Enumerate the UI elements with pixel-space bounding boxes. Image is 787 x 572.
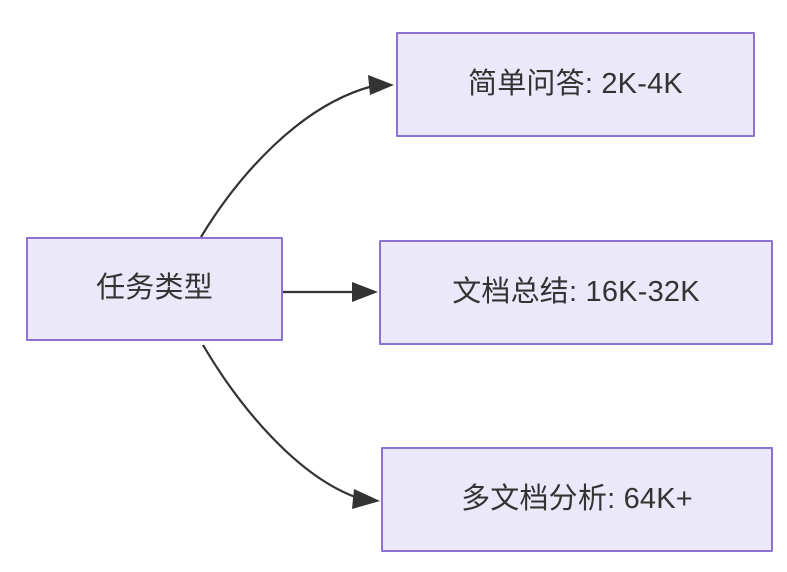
node-multi-doc[interactable]: 多文档分析: 64K+: [381, 447, 773, 552]
node-doc-summary-label: 文档总结: 16K-32K: [452, 275, 700, 308]
node-simple-qa-label: 简单问答: 2K-4K: [468, 67, 683, 100]
arrow-head-simple-qa: [368, 75, 394, 95]
edge-path-root-to-multi-doc: [202, 344, 359, 500]
node-doc-summary[interactable]: 文档总结: 16K-32K: [379, 240, 773, 345]
arrow-head-doc-summary: [352, 282, 378, 302]
edge-root-to-multi-doc: [202, 344, 380, 509]
node-multi-doc-label: 多文档分析: 64K+: [461, 482, 693, 515]
edge-root-to-simple-qa: [200, 75, 394, 238]
arrow-head-multi-doc: [352, 489, 380, 509]
node-simple-qa[interactable]: 简单问答: 2K-4K: [396, 32, 755, 137]
node-root[interactable]: 任务类型: [26, 237, 283, 341]
edge-root-to-doc-summary: [283, 282, 378, 302]
node-root-label: 任务类型: [96, 272, 213, 305]
edge-path-root-to-simple-qa: [200, 84, 374, 238]
